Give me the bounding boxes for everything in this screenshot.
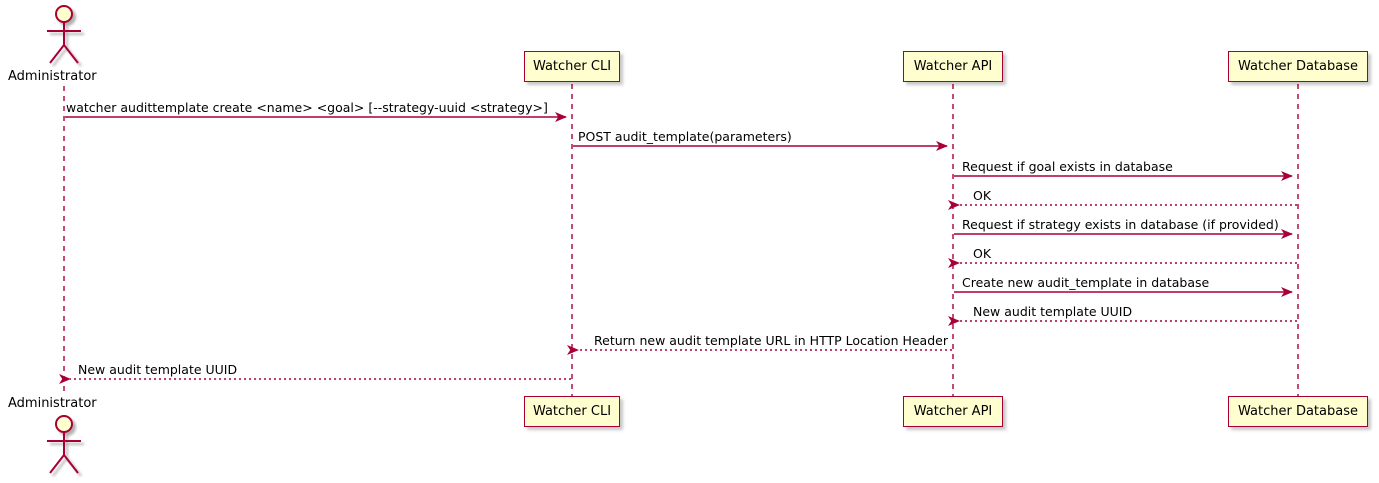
participant-label-api-top: Watcher API <box>913 59 993 74</box>
participant-box-db-bottom[interactable]: Watcher Database <box>1228 396 1368 427</box>
lifelines <box>63 84 1299 396</box>
participant-label-cli-top: Watcher CLI <box>532 59 612 74</box>
actor-administrator-top <box>47 5 81 64</box>
message-label-7: Create new audit_template in database <box>962 275 1210 290</box>
participant-label-api-bottom: Watcher API <box>913 404 993 419</box>
actor-label-administrator-top: Administrator <box>8 69 97 84</box>
participant-box-api-top[interactable]: Watcher API <box>903 51 1003 82</box>
actor-label-administrator-bottom: Administrator <box>8 396 97 411</box>
participant-label-cli-bottom: Watcher CLI <box>532 404 612 419</box>
message-label-4: OK <box>973 188 992 203</box>
message-label-5: Request if strategy exists in database (… <box>962 217 1279 232</box>
message-label-9: Return new audit template URL in HTTP Lo… <box>594 333 948 348</box>
participant-box-api-bottom[interactable]: Watcher API <box>903 396 1003 427</box>
message-label-6: OK <box>973 246 992 261</box>
message-label-10: New audit template UUID <box>78 362 238 377</box>
participant-box-db-top[interactable]: Watcher Database <box>1228 51 1368 82</box>
message-arrows <box>59 112 1297 384</box>
participant-box-cli-top[interactable]: Watcher CLI <box>524 51 620 82</box>
participant-label-db-top: Watcher Database <box>1238 59 1358 74</box>
message-label-8: New audit template UUID <box>973 304 1133 319</box>
message-label-1: watcher audittemplate create <name> <goa… <box>66 100 548 115</box>
message-label-2: POST audit_template(parameters) <box>578 129 792 144</box>
actor-administrator-bottom <box>47 415 81 474</box>
participant-box-cli-bottom[interactable]: Watcher CLI <box>524 396 620 427</box>
participant-label-db-bottom: Watcher Database <box>1238 404 1358 419</box>
message-label-3: Request if goal exists in database <box>962 159 1173 174</box>
